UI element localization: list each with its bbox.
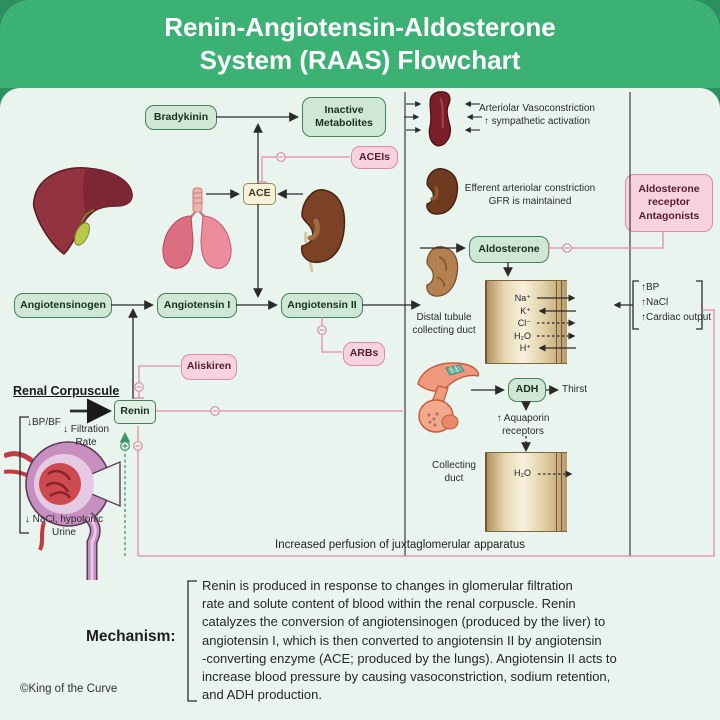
thirst-label: Thirst — [562, 384, 587, 395]
distal-tubule-label: Distal tubule collecting duct — [412, 312, 476, 336]
pituitary-illustration — [417, 362, 480, 433]
node-ace: ACE — [243, 183, 276, 205]
lungs-illustration — [162, 187, 232, 269]
kidney-illustration — [300, 189, 346, 273]
node-adh: ADH — [508, 378, 546, 402]
adrenal-kidney-illustration — [426, 246, 459, 297]
mechanism-heading: Mechanism: — [86, 628, 176, 645]
nacl-urine-label: ↓ NaCl, hypotonic Urine — [24, 514, 104, 538]
arteriolar-vasoconstriction-label: Arteriolar Vasoconstriction ↑ sympatheti… — [479, 103, 595, 127]
bp-bf-label: ↓BP/BF — [27, 417, 61, 428]
tubule-wall — [556, 453, 562, 531]
collecting-duct-graphic — [485, 452, 567, 532]
page-title: Renin-Angiotensin-Aldosterone System (RA… — [164, 12, 556, 75]
aquaporin-label: ↑ Aquaporin receptors — [496, 413, 550, 437]
ion-k-label: K⁺ — [520, 306, 531, 316]
distal-tubule-graphic — [485, 280, 567, 364]
node-angiotensinogen: Angiotensinogen — [14, 293, 112, 318]
copyright-label: ©King of the Curve — [20, 683, 118, 695]
collecting-duct-label: Collecting duct — [432, 460, 476, 484]
minus-circles — [120, 152, 572, 451]
node-aldosterone: Aldosterone — [469, 236, 549, 263]
renal-corpuscule-heading: Renal Corpuscule — [13, 384, 120, 398]
node-arbs: ARBs — [343, 342, 385, 366]
node-bradykinin: Bradykinin — [145, 105, 217, 130]
ion-h-label: H⁺ — [519, 343, 531, 353]
node-aldosterone-antagonists: Aldosterone receptor Antagonists — [625, 174, 713, 232]
node-aceis: ACEIs — [351, 146, 398, 169]
filtration-rate-label: ↓ Filtration Rate — [62, 424, 110, 448]
efferent-kidney-illustration — [426, 168, 459, 215]
node-angiotensin-1: Angiotensin I — [157, 293, 237, 318]
ion-na-label: Na⁺ — [514, 293, 531, 303]
node-aliskiren: Aliskiren — [181, 354, 237, 380]
effect-cardiac-label: ↑Cardiac output — [641, 312, 712, 323]
renal-corpuscle-illustration — [4, 441, 121, 580]
effect-bp-label: ↑BP — [641, 282, 660, 293]
effect-nacl-label: ↑NaCl — [641, 297, 669, 308]
efferent-constriction-label: Efferent arteriolar constriction GFR is … — [464, 183, 596, 207]
artery-illustration — [428, 91, 451, 147]
ion-h2o-label: H₂O — [514, 331, 531, 341]
node-inactive-metabolites: Inactive Metabolites — [302, 97, 386, 137]
header-band — [0, 0, 720, 88]
tubule-wall — [556, 281, 562, 363]
ion-cl-label: Cl⁻ — [517, 318, 531, 328]
liver-illustration — [32, 166, 133, 255]
collecting-h2o-label: H₂O — [514, 468, 531, 478]
mechanism-paragraph: Renin is produced in response to changes… — [202, 578, 617, 703]
increased-perfusion-label: Increased perfusion of juxtaglomerular a… — [275, 539, 525, 551]
node-renin: Renin — [114, 400, 156, 424]
